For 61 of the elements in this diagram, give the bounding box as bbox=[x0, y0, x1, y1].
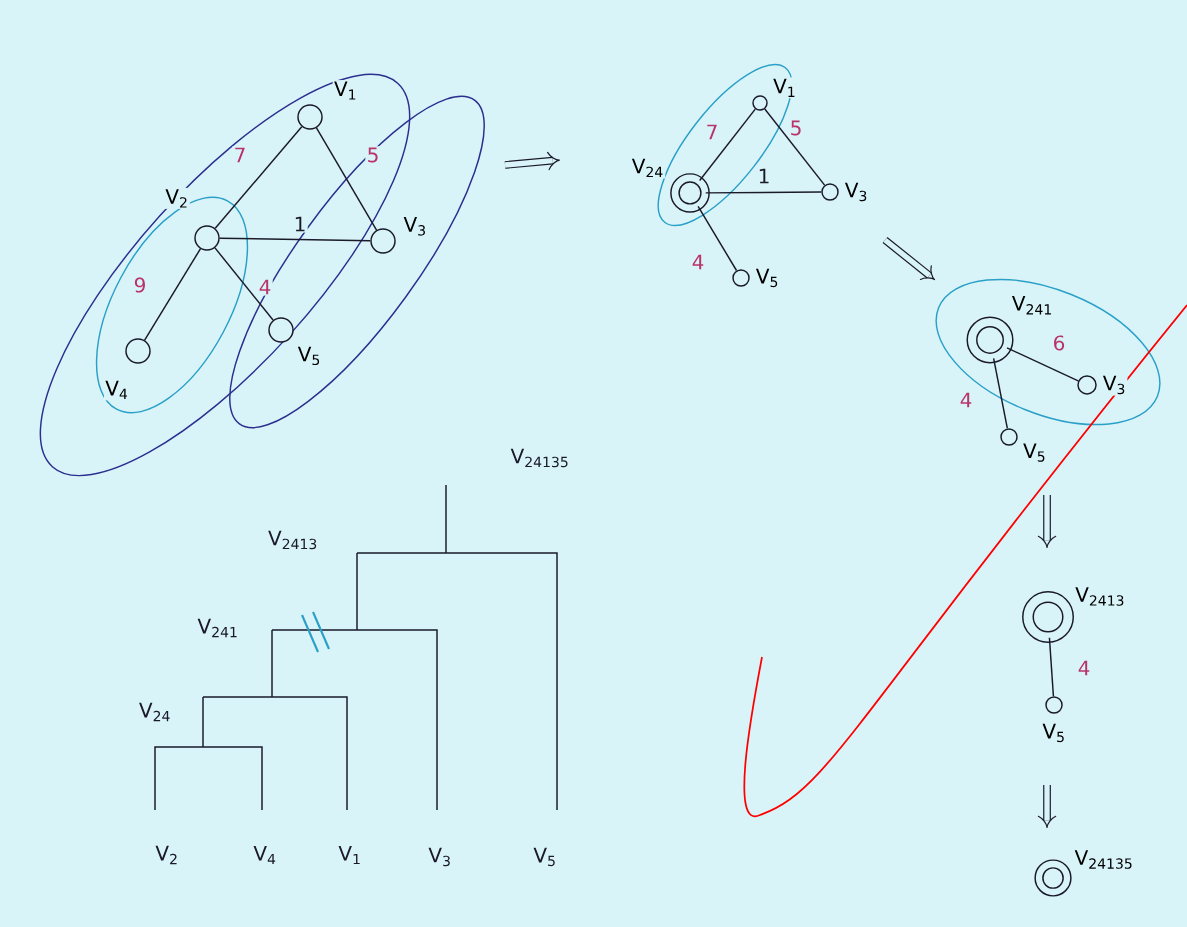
node-label: V$_{4}$ bbox=[105, 380, 128, 399]
labeled-vertex: V$_{5}$ bbox=[1000, 428, 1048, 464]
edge-label: 4 bbox=[257, 278, 273, 296]
node-label: V$_{3}$ bbox=[844, 182, 867, 202]
labeled-vertex: V$_{4}$ bbox=[103, 338, 151, 401]
node-label: V$_{3}$ bbox=[1102, 375, 1125, 395]
labeled-vertex: V$_{24135}$ bbox=[1034, 848, 1135, 897]
node-label: V$_{2}$ bbox=[165, 189, 187, 208]
node-label: V$_{24135}$ bbox=[1074, 850, 1132, 869]
node-label: V$_{3}$ bbox=[403, 217, 425, 236]
dendrogram-label: V$_{241}$ bbox=[197, 618, 237, 638]
dendrogram-label: V$_{1}$ bbox=[338, 845, 360, 865]
dendrogram-label: V$_{2413}$ bbox=[268, 530, 317, 550]
edge-line bbox=[697, 205, 738, 272]
node-label: V$_{1}$ bbox=[773, 78, 795, 97]
edge-line bbox=[705, 191, 822, 194]
edge-label: 7 bbox=[704, 123, 720, 141]
dendrogram-label: V$_{5}$ bbox=[533, 847, 555, 867]
edge-line bbox=[219, 237, 371, 242]
edge-line bbox=[214, 247, 274, 321]
labeled-vertex: V$_{3}$ bbox=[1077, 374, 1128, 396]
edge-label: 1 bbox=[292, 215, 308, 233]
dendrogram-label: V$_{24135}$ bbox=[510, 448, 568, 468]
labeled-vertex: V$_{5}$ bbox=[268, 317, 323, 367]
edge-label: 4 bbox=[958, 391, 974, 409]
node-label: V$_{5}$ bbox=[1042, 723, 1064, 743]
labeled-vertex: V$_{2413}$ bbox=[1022, 585, 1127, 643]
edge-line bbox=[315, 127, 378, 231]
edge-line bbox=[764, 108, 826, 186]
edge-label: 5 bbox=[788, 119, 804, 137]
edge-label: 5 bbox=[365, 146, 381, 164]
edge-label: 9 bbox=[132, 276, 148, 294]
edge-label: 4 bbox=[690, 253, 706, 271]
edge-label: 4 bbox=[1076, 659, 1092, 677]
dendrogram-label: V$_{3}$ bbox=[428, 847, 450, 867]
edge-line bbox=[992, 357, 1009, 430]
labeled-vertex: V$_{5}$ bbox=[1041, 696, 1067, 744]
labeled-vertex: V$_{24}$ bbox=[630, 157, 710, 213]
node-label: V$_{2413}$ bbox=[1075, 587, 1124, 606]
node-label: V$_{241}$ bbox=[1011, 296, 1051, 315]
labeled-vertex: V$_{3}$ bbox=[821, 181, 870, 203]
edge-line bbox=[1048, 636, 1055, 697]
edge-line bbox=[1006, 347, 1079, 382]
node-label: V$_{24}$ bbox=[631, 158, 663, 178]
labeled-vertex: V$_{2}$ bbox=[164, 187, 220, 251]
node-label: V$_{5}$ bbox=[1023, 443, 1045, 462]
node-label: V$_{5}$ bbox=[297, 346, 320, 366]
node-label: V$_{1}$ bbox=[334, 81, 356, 100]
dendrogram-label: V$_{4}$ bbox=[253, 845, 276, 865]
edge-line bbox=[698, 108, 756, 182]
edge-line bbox=[143, 248, 202, 341]
labeled-vertex: V$_{3}$ bbox=[370, 215, 429, 254]
labeled-vertex: V$_{5}$ bbox=[732, 267, 781, 289]
dendrogram-label: V$_{2}$ bbox=[155, 845, 177, 865]
dendrogram-label: V$_{24}$ bbox=[139, 702, 170, 722]
labeled-vertex: V$_{1}$ bbox=[752, 77, 798, 111]
node-label: V$_{5}$ bbox=[755, 268, 778, 288]
edge-label: 7 bbox=[232, 146, 248, 164]
edge-label: 1 bbox=[756, 167, 772, 185]
labeled-vertex: V$_{1}$ bbox=[297, 80, 359, 130]
edge-line bbox=[214, 125, 303, 230]
